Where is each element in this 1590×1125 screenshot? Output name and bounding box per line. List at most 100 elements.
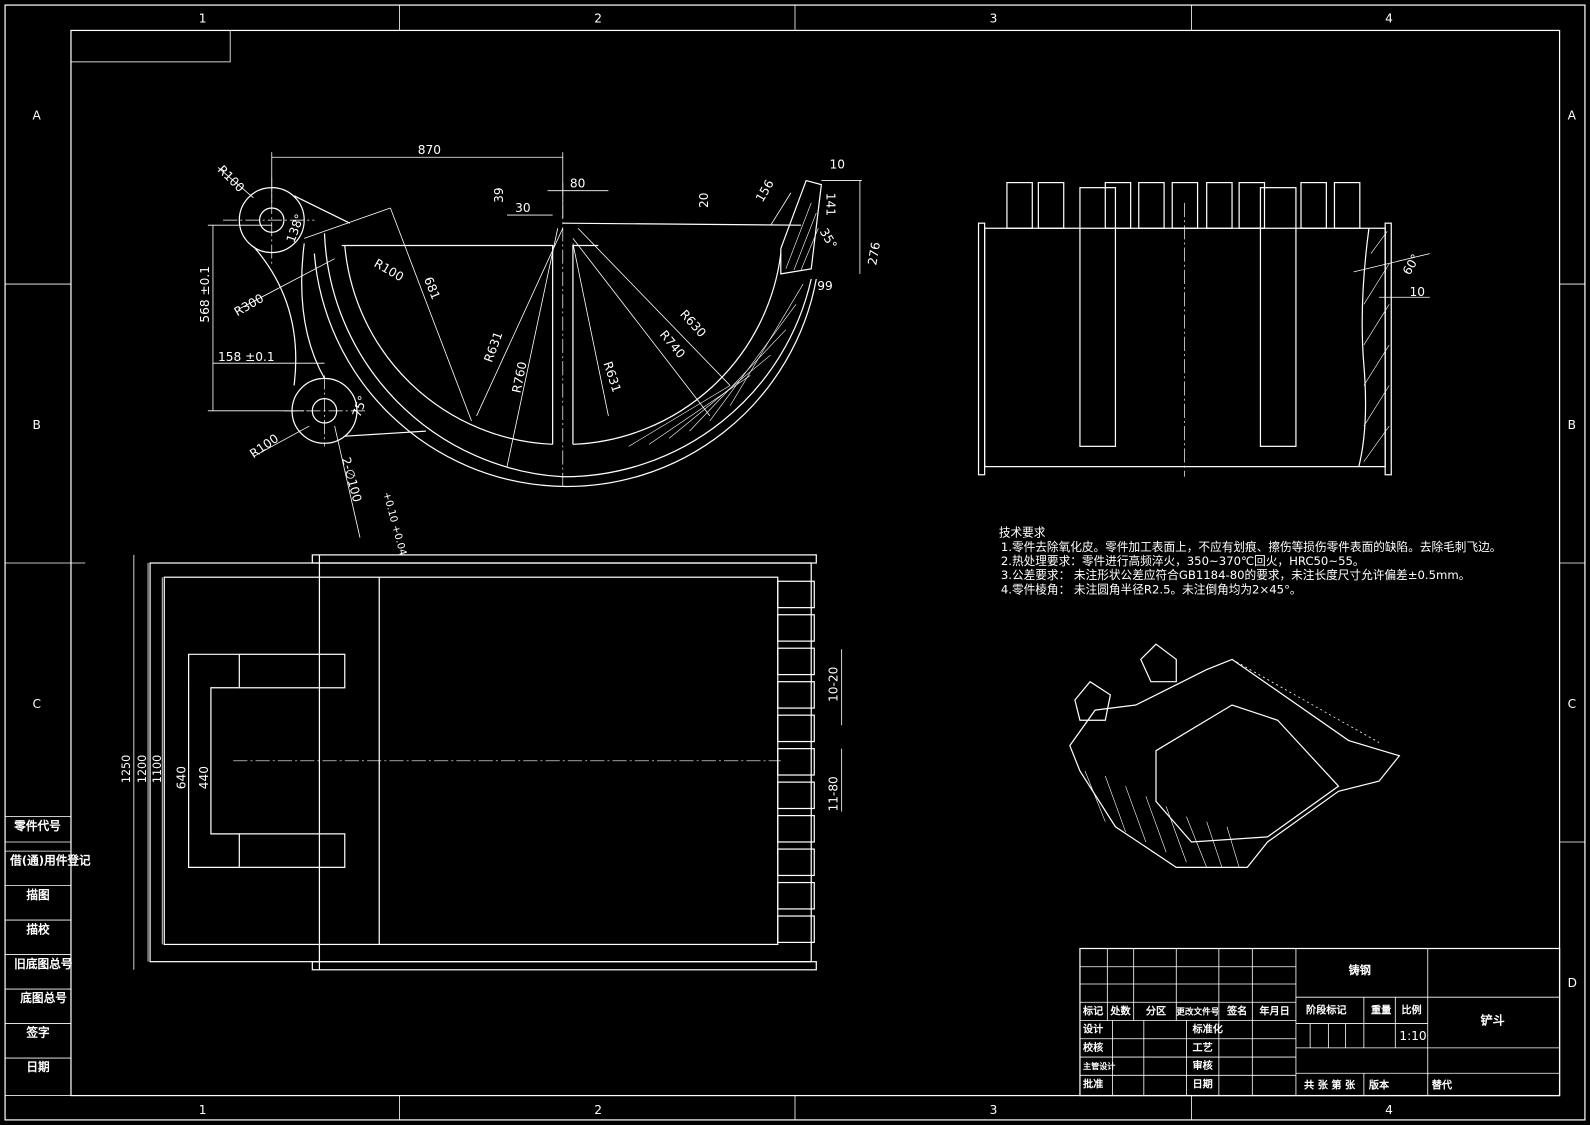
drawing-label: 4.零件棱角： 未注圆角半径R2.5。未注倒角均为2×45°。 [1001,582,1302,596]
drawing-line [1363,425,1390,462]
drawing-line [628,385,731,447]
drawing-label: 440 [197,766,211,789]
drawing-line [777,781,815,810]
drawing-label: 2 [594,11,602,25]
drawing-line [238,258,335,310]
drawing-label: 底图总号 [20,991,67,1005]
drawing-label: 30 [515,201,530,215]
drawing-line [770,192,792,226]
drawing-line [1155,704,1340,843]
drawing-line [188,653,240,868]
drawing-line [1384,222,1392,476]
drawing-line [729,283,804,406]
drawing-label: R631 [481,330,505,365]
drawing-line [304,207,391,239]
drawing-label: 分区 [1146,1004,1166,1017]
drawing-label: 旧底图总号 [14,957,73,971]
title-block: 标记 处数 分区 更改文件号 签名 年月日 设计 校核 主管设计 批准 标准化 … [1079,947,1561,1097]
drawing-label: 设计 [1083,1023,1103,1036]
drawing-label: 35° [817,226,840,252]
drawing-line [1300,181,1327,229]
drawing-label: 158 ±0.1 [218,350,275,364]
drawing-line [1084,770,1240,868]
drawing-line [217,167,254,199]
drawing-line [628,202,819,447]
drawing-label: R760 [509,360,529,394]
drawing-label: 共 张 第 张 [1304,1078,1356,1091]
drawing-label: B [32,418,40,432]
drawing-line [562,222,802,226]
drawing-label: +0.10 +0.04 [380,491,408,557]
drawing-line [1363,344,1390,386]
drawing-line [1363,385,1390,427]
drawing-label: 1200 [136,755,149,783]
drawing-label: 签字 [25,1026,50,1040]
drawing-label: R631 [600,360,623,394]
drawing-line [648,375,751,445]
drawing-line [70,30,231,63]
drawing-label: C [32,697,40,711]
drawing-label: B [1568,418,1576,432]
drawing-label: 标记 [1082,1004,1103,1017]
drawing-line [793,212,817,270]
drawing-label: 阶段标记 [1306,1003,1346,1016]
drawing-line [341,244,599,445]
drawing-label: 60° [1400,252,1423,278]
drawing-label: 11-80 [827,776,841,811]
drawing-label: D [1568,976,1577,990]
drawing-line [506,228,559,467]
drawing-label: 借(通)用件登记 [9,853,91,867]
drawing-line [1363,231,1390,462]
drawing-line [1333,181,1361,229]
drawing-label: 10 [1410,285,1425,299]
drawing-line [1104,181,1132,229]
drawing-label: 日期 [26,1060,50,1074]
drawing-label: 签名 [1226,1004,1247,1017]
drawing-label: 568 ±0.1 [198,266,212,323]
drawing-label: R630 [677,307,709,340]
drawing-label: 2.热处理要求：零件进行高频淬火，350~370℃回火，HRC50~55。 [1001,554,1365,568]
drawing-line [1079,187,1117,447]
drawing-line [1259,187,1297,447]
drawing-line [689,329,787,432]
isometric-view [1069,643,1401,868]
drawing-label: 工艺 [1193,1041,1213,1054]
drawing-line [669,354,771,439]
drawing-line [1084,770,1106,822]
drawing-label: 主管设计 [1083,1061,1115,1071]
drawing-line [1145,796,1167,853]
drawing-line [572,243,609,416]
side-view: 60° 10 [977,181,1430,477]
drawing-line [1125,786,1147,843]
drawing-label: R100 [372,256,406,284]
drawing-line [577,227,731,386]
drawing-line [1358,228,1370,467]
drawing-label: 156 [753,177,777,204]
drawing-line [334,425,361,538]
drawing-line [1370,231,1388,254]
drawing-label: 870 [418,143,441,157]
drawing-line [1165,806,1187,863]
drawing-label: 重量 [1371,1003,1391,1016]
drawing-line [977,222,986,476]
drawing-line [313,253,817,488]
drawing-label: 10 [829,157,844,171]
drawing-line [253,425,310,457]
drawing-label: 比例 [1401,1003,1421,1016]
drawing-label: 描图 [25,888,49,902]
drawing-line [1079,947,1561,1097]
drawing-line [1105,775,1126,832]
drawing-border [4,4,1586,1121]
drawing-line [572,238,711,417]
drawing-label: R100 [247,431,281,461]
drawing-line [311,554,817,564]
drawing-label: 1:10 [1399,1029,1426,1043]
drawing-label: 铸钢 [1349,963,1371,977]
drawing-label: R300 [232,291,266,319]
drawing-line [1363,263,1390,305]
drawing-line [1226,826,1240,868]
drawing-label: 141 [823,193,837,216]
drawing-line [777,915,815,944]
drawing-line [785,202,812,269]
